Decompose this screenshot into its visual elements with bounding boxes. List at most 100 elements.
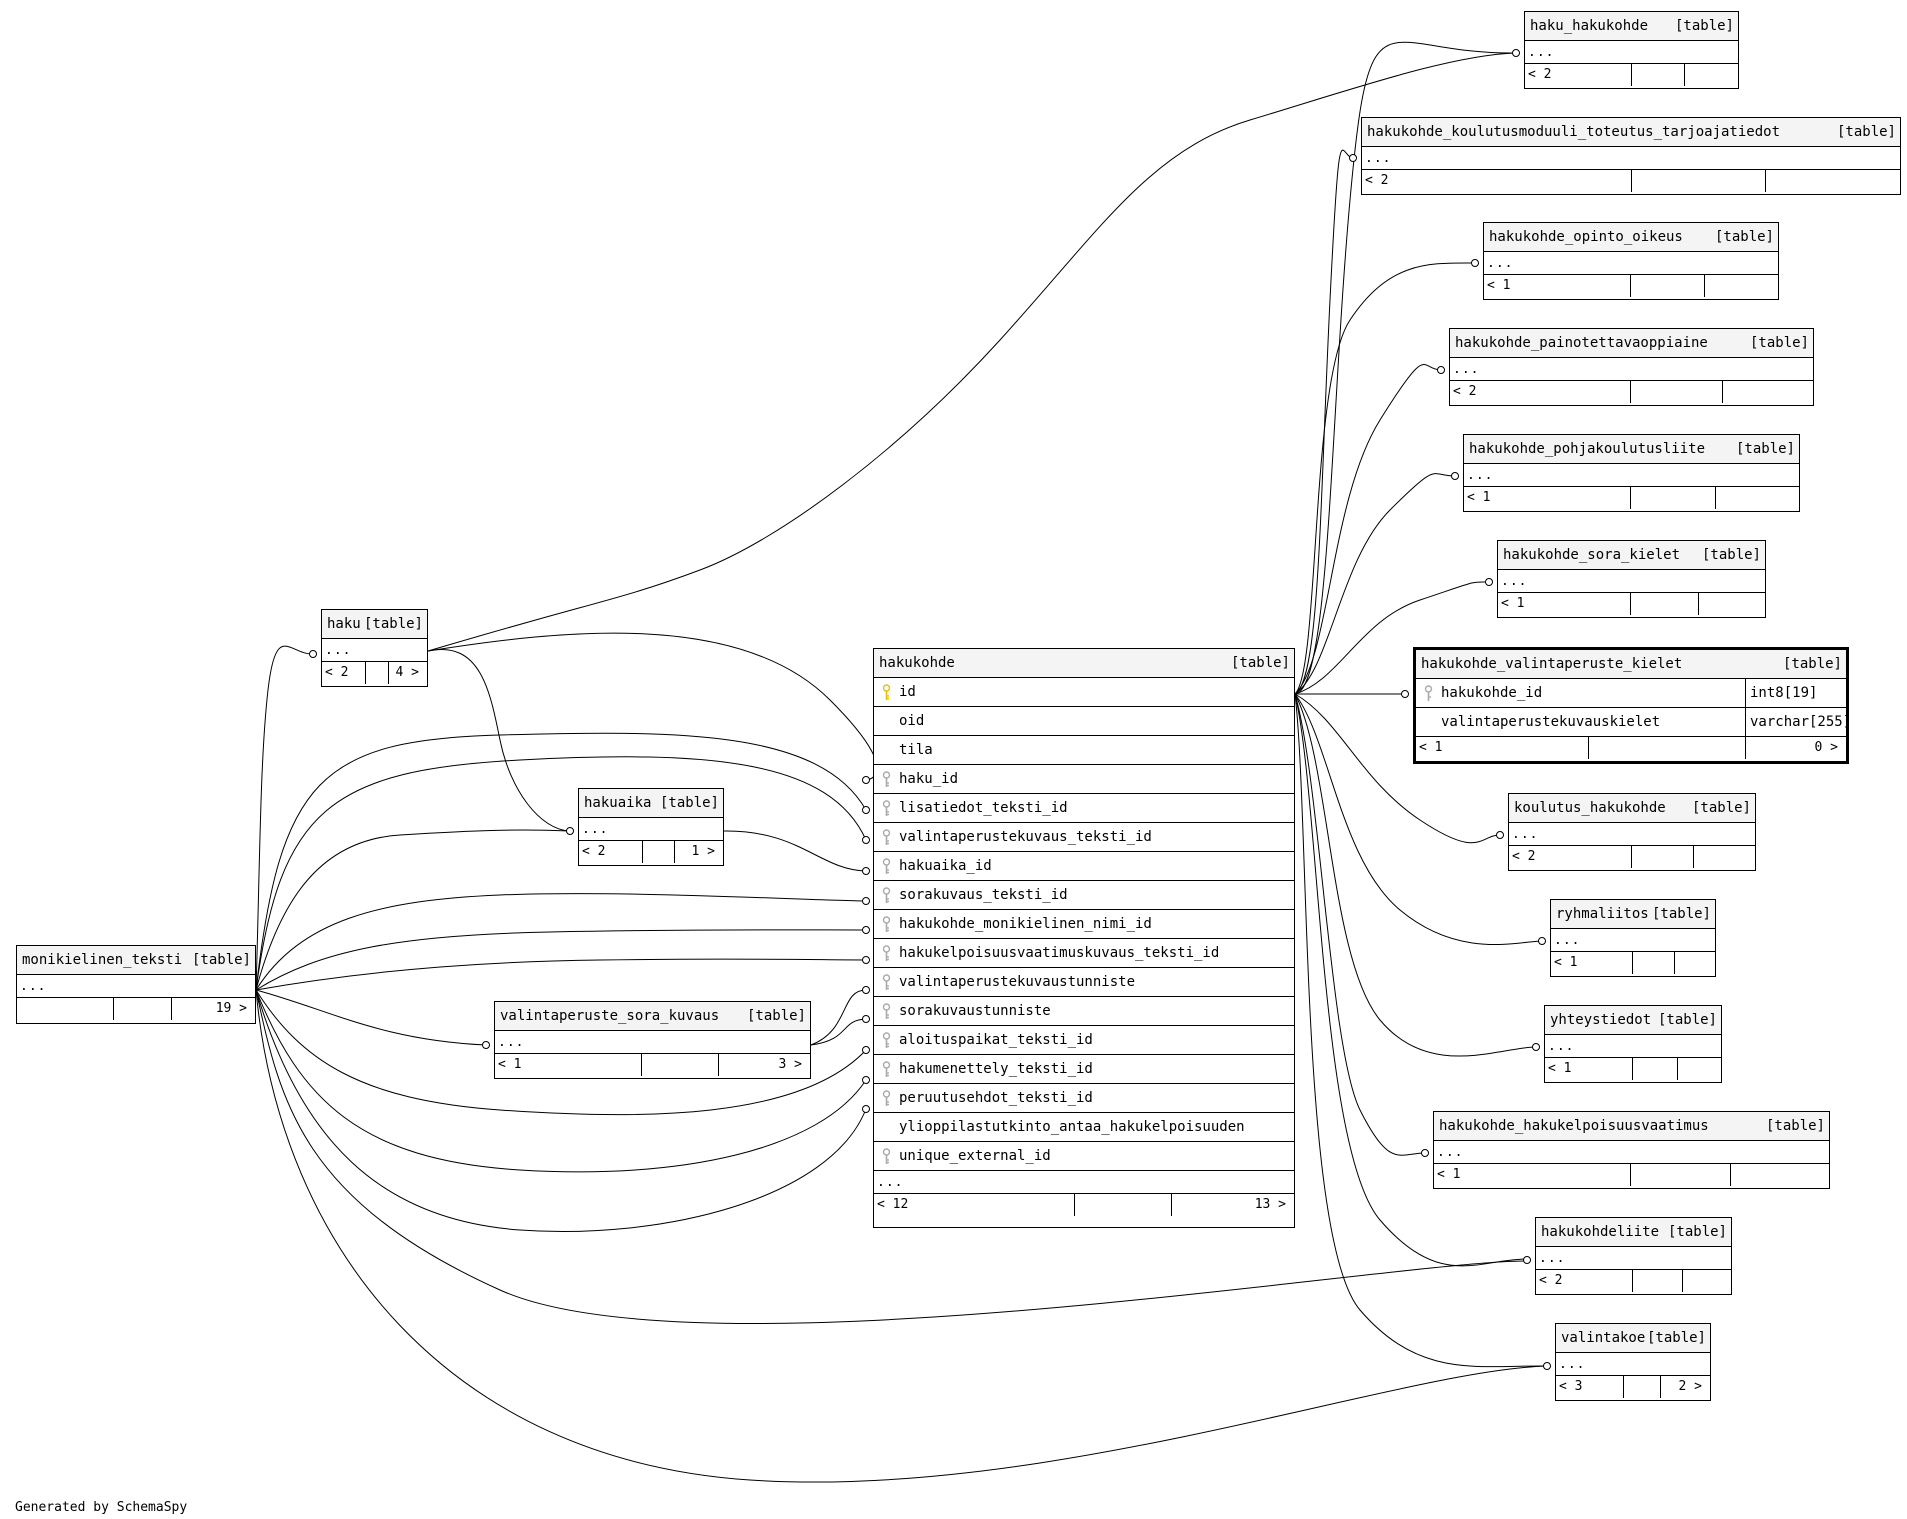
column-row-ylioppilastutkinto-antaa-hakukelpoisuuden[interactable]: ylioppilastutkinto_antaa_hakukelpoisuude… [874,1113,1294,1142]
table-header[interactable]: valintakoe[table] [1556,1324,1710,1353]
table-header[interactable]: yhteystiedot[table] [1545,1006,1721,1035]
table-header[interactable]: hakukohde_pohjakoulutusliite[table] [1464,435,1799,464]
table-hakukohde-opinto-oikeus[interactable]: hakukohde_opinto_oikeus[table] ... < 1 [1483,222,1779,300]
foreign-key-icon [882,1003,891,1019]
rel-sora-kuvaus-to-sorakuvaustunniste [810,1018,867,1046]
parents-count[interactable]: < 1 [1501,596,1525,611]
table-hakukohde-painotettavaoppiaine[interactable]: hakukohde_painotettavaoppiaine[table] ..… [1449,328,1814,406]
table-hakukohde-valintaperuste-kielet[interactable]: hakukohde_valintaperuste_kielet[table] h… [1413,647,1851,764]
table-name: hakukohde_opinto_oikeus [1489,229,1683,245]
parents-count[interactable]: < 1 [498,1057,522,1072]
parents-count[interactable]: < 1 [1487,278,1511,293]
table-header[interactable]: haku_hakukohde[table] [1525,12,1738,41]
table-header[interactable]: hakukohde_hakukelpoisuusvaatimus[table] [1434,1112,1829,1141]
column-row-sorakuvaus-teksti-id[interactable]: sorakuvaus_teksti_id [874,881,1294,910]
table-hakukohde-hakukelpoisuusvaatimus[interactable]: hakukohde_hakukelpoisuusvaatimus[table] … [1433,1111,1830,1189]
column-row-hakuaika-id[interactable]: hakuaika_id [874,852,1294,881]
column-row-haku-id[interactable]: haku_id [874,765,1294,794]
parents-count[interactable]: < 1 [1548,1061,1572,1076]
column-row-valintaperustekuvaustunniste[interactable]: valintaperustekuvaustunniste [874,968,1294,997]
parents-count[interactable]: < 1 [1467,490,1491,505]
parents-count[interactable]: < 1 [1554,955,1578,970]
column-row-valintaperustekuvauskielet[interactable]: valintaperustekuvauskielet varchar[255] [1416,708,1851,737]
table-footer: < 2 [1509,846,1755,868]
table-header[interactable]: koulutus_hakukohde[table] [1509,794,1755,823]
column-row-hakukohde-id[interactable]: hakukohde_id int8[19] [1416,679,1846,708]
parents-count[interactable]: < 3 [1559,1379,1583,1394]
footer-divider [1677,1058,1678,1080]
footer-divider [1630,487,1631,509]
children-count[interactable]: 2 > [1678,1379,1702,1394]
footer-divider [1623,1376,1624,1398]
parents-count[interactable]: < 12 [877,1197,909,1212]
column-row-lisatiedot-teksti-id[interactable]: lisatiedot_teksti_id [874,794,1294,823]
column-row-tila[interactable]: tila [874,736,1294,765]
table-footer: < 2 [1450,381,1813,403]
table-header[interactable]: monikielinen_teksti[table] [17,946,255,975]
footer-divider [674,841,675,863]
footer-divider [1632,1058,1633,1080]
table-type-label: [table] [1657,1012,1717,1028]
rel-hakukohde-to-koulutusmoduuli [1294,149,1354,695]
column-row-oid[interactable]: oid [874,707,1294,736]
table-header[interactable]: haku[table] [322,610,427,639]
children-count[interactable]: 13 > [1254,1197,1286,1212]
parents-count[interactable]: < 2 [1365,173,1389,188]
table-hakukohde-koulutusmoduuli-toteutus-tarjoajatiedot[interactable]: hakukohde_koulutusmoduuli_toteutus_tarjo… [1361,117,1901,195]
children-count[interactable]: 0 > [1814,740,1838,755]
column-row-peruutusehdot-teksti-id[interactable]: peruutusehdot_teksti_id [874,1084,1294,1113]
table-ryhmaliitos[interactable]: ryhmaliitos[table] ... < 1 [1550,899,1716,977]
children-count[interactable]: 19 > [215,1001,247,1016]
table-hakukohdeliite[interactable]: hakukohdeliite[table] ... < 2 [1535,1217,1732,1295]
table-header[interactable]: hakukohde_valintaperuste_kielet[table] [1416,650,1846,679]
table-hakukohde-sora-kielet[interactable]: hakukohde_sora_kielet[table] ... < 1 [1497,540,1766,618]
table-monikielinen-teksti[interactable]: monikielinen_teksti[table] ... 19 > [16,945,256,1024]
table-header[interactable]: hakukohde_sora_kielet[table] [1498,541,1765,570]
table-haku-hakukohde[interactable]: haku_hakukohde[table] ... < 2 [1524,11,1739,89]
column-row-id[interactable]: id [874,678,1294,707]
table-haku[interactable]: haku[table] ... < 2 4 > [321,609,428,687]
column-row-hakukohde-monikielinen-nimi-id[interactable]: hakukohde_monikielinen_nimi_id [874,910,1294,939]
table-header[interactable]: hakukohde_painotettavaoppiaine[table] [1450,329,1813,358]
column-row-valintaperustekuvaus-teksti-id[interactable]: valintaperustekuvaus_teksti_id [874,823,1294,852]
table-valintaperuste-sora-kuvaus[interactable]: valintaperuste_sora_kuvaus[table] ... < … [494,1001,811,1079]
table-header[interactable]: ryhmaliitos[table] [1551,900,1715,929]
table-header[interactable]: valintaperuste_sora_kuvaus[table] [495,1002,810,1031]
table-name: ryhmaliitos [1556,906,1649,922]
parents-count[interactable]: < 2 [1539,1273,1563,1288]
footer-divider [113,998,114,1020]
children-count[interactable]: 4 > [395,665,419,680]
parents-count[interactable]: < 1 [1419,740,1443,755]
children-count[interactable]: 1 > [691,844,715,859]
footer-divider [1074,1194,1075,1216]
table-hakuaika[interactable]: hakuaika[table] ... < 2 1 > [578,788,724,866]
parents-count[interactable]: < 2 [1528,67,1552,82]
column-row-sorakuvaustunniste[interactable]: sorakuvaustunniste [874,997,1294,1026]
table-valintakoe[interactable]: valintakoe[table] ... < 3 2 > [1555,1323,1711,1401]
parents-count[interactable]: < 1 [1437,1167,1461,1182]
children-count[interactable]: 3 > [778,1057,802,1072]
column-name: sorakuvaus_teksti_id [899,887,1068,903]
table-header[interactable]: hakukohde[table] [874,649,1294,678]
crows-foot-marker [482,1041,490,1049]
table-koulutus-hakukohde[interactable]: koulutus_hakukohde[table] ... < 2 [1508,793,1756,871]
table-header[interactable]: hakukohde_koulutusmoduuli_toteutus_tarjo… [1362,118,1900,147]
column-row-hakumenettely-teksti-id[interactable]: hakumenettely_teksti_id [874,1055,1294,1084]
parents-count[interactable]: < 2 [582,844,606,859]
parents-count[interactable]: < 2 [325,665,349,680]
table-yhteystiedot[interactable]: yhteystiedot[table] ... < 1 [1544,1005,1722,1083]
table-header[interactable]: hakuaika[table] [579,789,723,818]
column-row-aloituspaikat-teksti-id[interactable]: aloituspaikat_teksti_id [874,1026,1294,1055]
table-header[interactable]: hakukohdeliite[table] [1536,1218,1731,1247]
column-row-hakukelpoisuusvaatimuskuvaus-teksti-id[interactable]: hakukelpoisuusvaatimuskuvaus_teksti_id [874,939,1294,968]
table-header[interactable]: hakukohde_opinto_oikeus[table] [1484,223,1778,252]
column-row-unique-external-id[interactable]: unique_external_id [874,1142,1294,1171]
parents-count[interactable]: < 2 [1512,849,1536,864]
footer-divider [388,662,389,684]
table-hakukohde-pohjakoulutusliite[interactable]: hakukohde_pohjakoulutusliite[table] ... … [1463,434,1800,512]
rel-hakukohde-to-hakukohdeliite [1294,693,1528,1267]
table-type-label: [table] [1765,1118,1825,1134]
foreign-key-icon [882,858,891,874]
parents-count[interactable]: < 2 [1453,384,1477,399]
